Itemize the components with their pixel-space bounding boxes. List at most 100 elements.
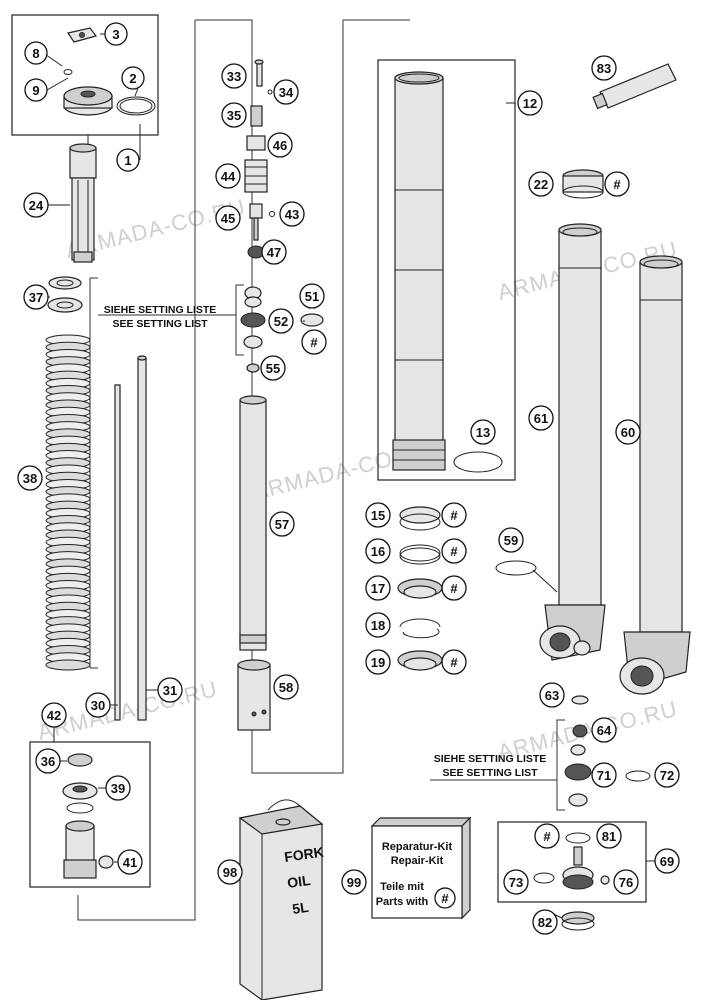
callout-34: 34	[273, 79, 299, 105]
hash-15: #	[441, 502, 467, 528]
fork-legs	[539, 223, 691, 695]
svg-text:#: #	[310, 335, 318, 350]
callout-43: 43	[279, 201, 305, 227]
svg-text:37: 37	[29, 290, 43, 305]
callout-73: 73	[503, 869, 529, 895]
fork-spring-38	[45, 334, 91, 671]
svg-text:39: 39	[111, 781, 125, 796]
svg-text:#: #	[450, 544, 458, 559]
callout-81: 81	[596, 823, 622, 849]
callout-98: 98	[217, 859, 243, 885]
svg-text:2: 2	[129, 71, 136, 86]
svg-text:35: 35	[227, 108, 241, 123]
callout-42: 42	[41, 702, 67, 728]
callout-39: 39	[105, 775, 131, 801]
svg-text:13: 13	[476, 425, 490, 440]
o-ring-59	[495, 560, 558, 593]
callout-13: 13	[470, 419, 496, 445]
callout-76: 76	[613, 869, 639, 895]
callout-22: 22	[528, 171, 554, 197]
spring-coil	[45, 659, 91, 671]
callout-59: 59	[498, 527, 524, 553]
svg-text:99: 99	[347, 875, 361, 890]
callout-2: 2	[121, 66, 145, 90]
svg-text:#: #	[441, 891, 449, 906]
svg-text:52: 52	[274, 314, 288, 329]
callout-46: 46	[267, 132, 293, 158]
svg-text:#: #	[543, 829, 551, 844]
svg-text:#: #	[450, 508, 458, 523]
callout-8: 8	[24, 41, 48, 65]
callout-71: 71	[591, 762, 617, 788]
svg-text:51: 51	[305, 289, 319, 304]
callout-24: 24	[23, 192, 49, 218]
callout-19: 19	[365, 649, 391, 675]
svg-text:81: 81	[602, 829, 616, 844]
callout-31: 31	[157, 677, 183, 703]
svg-text:3: 3	[112, 27, 119, 42]
hash-51: #	[301, 329, 327, 355]
damper-rods-30-31	[114, 355, 147, 721]
svg-text:58: 58	[279, 680, 293, 695]
callout-37: 37	[23, 284, 49, 310]
svg-text:41: 41	[123, 855, 137, 870]
callout-64: 64	[591, 717, 617, 743]
repair-kit-line-2: Repair-Kit	[391, 855, 444, 867]
callout-36: 36	[35, 748, 61, 774]
setting-note-de-upper: SIEHE SETTING LISTE	[104, 304, 217, 316]
fork-oil-can-98: FORK OIL 5L	[238, 799, 325, 1000]
svg-text:#: #	[450, 581, 458, 596]
repair-kit-99: Reparatur-Kit Repair-Kit Teile mit Parts…	[370, 816, 472, 920]
repair-kit-line-3: Teile mit	[380, 881, 424, 893]
callout-16: 16	[365, 538, 391, 564]
svg-text:73: 73	[509, 875, 523, 890]
callout-51: 51	[299, 283, 325, 309]
callout-58: 58	[273, 674, 299, 700]
svg-text:82: 82	[538, 915, 552, 930]
svg-text:31: 31	[163, 683, 177, 698]
callout-60: 60	[615, 419, 641, 445]
svg-text:47: 47	[267, 245, 281, 260]
callout-69: 69	[654, 848, 680, 874]
callout-18: 18	[365, 612, 391, 638]
svg-text:17: 17	[371, 581, 385, 596]
callout-47: 47	[261, 239, 287, 265]
hash-99: #	[434, 887, 456, 909]
callout-55: 55	[260, 355, 286, 381]
callout-17: 17	[365, 575, 391, 601]
svg-text:72: 72	[660, 768, 674, 783]
repair-kit-line-4: Parts with	[376, 896, 429, 908]
compression-parts	[564, 695, 651, 807]
svg-text:69: 69	[660, 854, 674, 869]
svg-text:36: 36	[41, 754, 55, 769]
callout-57: 57	[269, 511, 295, 537]
callout-72: 72	[654, 762, 680, 788]
svg-text:19: 19	[371, 655, 385, 670]
outer-tube-group-12	[377, 59, 516, 481]
svg-text:76: 76	[619, 875, 633, 890]
svg-text:8: 8	[32, 46, 39, 61]
callout-61: 61	[528, 405, 554, 431]
svg-text:61: 61	[534, 411, 548, 426]
grease-tube-83	[592, 63, 677, 110]
callout-12: 12	[517, 90, 543, 116]
svg-text:83: 83	[597, 61, 611, 76]
setting-note-en-lower: SEE SETTING LIST	[442, 767, 538, 779]
hash-69: #	[534, 823, 560, 849]
svg-text:33: 33	[227, 69, 241, 84]
hash-16: #	[441, 538, 467, 564]
callout-38: 38	[17, 465, 43, 491]
svg-text:#: #	[450, 655, 458, 670]
hash-17: #	[441, 575, 467, 601]
svg-text:44: 44	[221, 169, 236, 184]
callout-1: 1	[116, 148, 140, 172]
setting-note-lower: SIEHE SETTING LISTE SEE SETTING LIST	[434, 753, 547, 779]
svg-text:59: 59	[504, 533, 518, 548]
assembly-connector-lines	[77, 19, 565, 921]
callout-15: 15	[365, 502, 391, 528]
callout-99: 99	[341, 869, 367, 895]
svg-text:30: 30	[91, 698, 105, 713]
svg-text:64: 64	[597, 723, 612, 738]
setting-note-en-upper: SEE SETTING LIST	[112, 318, 208, 330]
